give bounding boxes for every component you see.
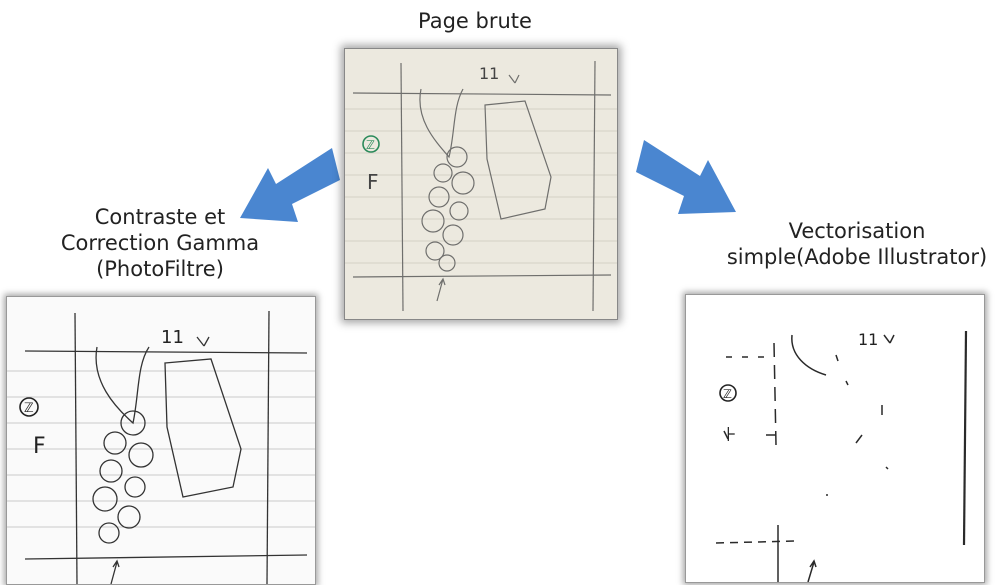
raw-page-image: 11 ℤ F (344, 48, 618, 320)
caption-contrast-line-2: Correction Gamma (60, 231, 260, 255)
caption-contrast-line-1: Contraste et (94, 205, 226, 229)
arrow-right-icon (636, 140, 736, 214)
caption-contrast-gamma: Contraste et Correction Gamma (PhotoFilt… (20, 204, 300, 282)
arrow-left-icon (240, 148, 340, 222)
vector-sketch: 11 ℤ ⊦ (686, 295, 984, 582)
caption-raw-line-1: Page brute (418, 9, 532, 33)
raw-circled-label: ℤ (366, 138, 375, 152)
raw-letter-label: F (367, 170, 379, 194)
vectorisation-image: 11 ℤ ⊦ (685, 294, 985, 583)
contrast-gamma-image: 11 ℤ F (6, 296, 316, 585)
vector-letter-label: ⊦ (726, 422, 736, 446)
vector-circled-label: ℤ (723, 387, 732, 401)
caption-vectorisation: Vectorisation simple(Adobe Illustrator) (712, 218, 1002, 270)
caption-contrast-line-3: (PhotoFiltre) (96, 257, 224, 281)
contrast-number-label: 11 (161, 327, 184, 348)
raw-number-label: 11 (479, 64, 499, 83)
contrast-letter-label: F (33, 434, 46, 459)
caption-vector-line-2: simple(Adobe Illustrator) (726, 245, 988, 269)
contrast-sketch: 11 ℤ F (7, 297, 315, 584)
raw-sketch: 11 ℤ F (345, 49, 617, 319)
vector-number-label: 11 (858, 330, 878, 349)
caption-vector-line-1: Vectorisation (788, 219, 926, 243)
contrast-circled-label: ℤ (24, 401, 34, 416)
caption-raw-page: Page brute (380, 8, 570, 34)
